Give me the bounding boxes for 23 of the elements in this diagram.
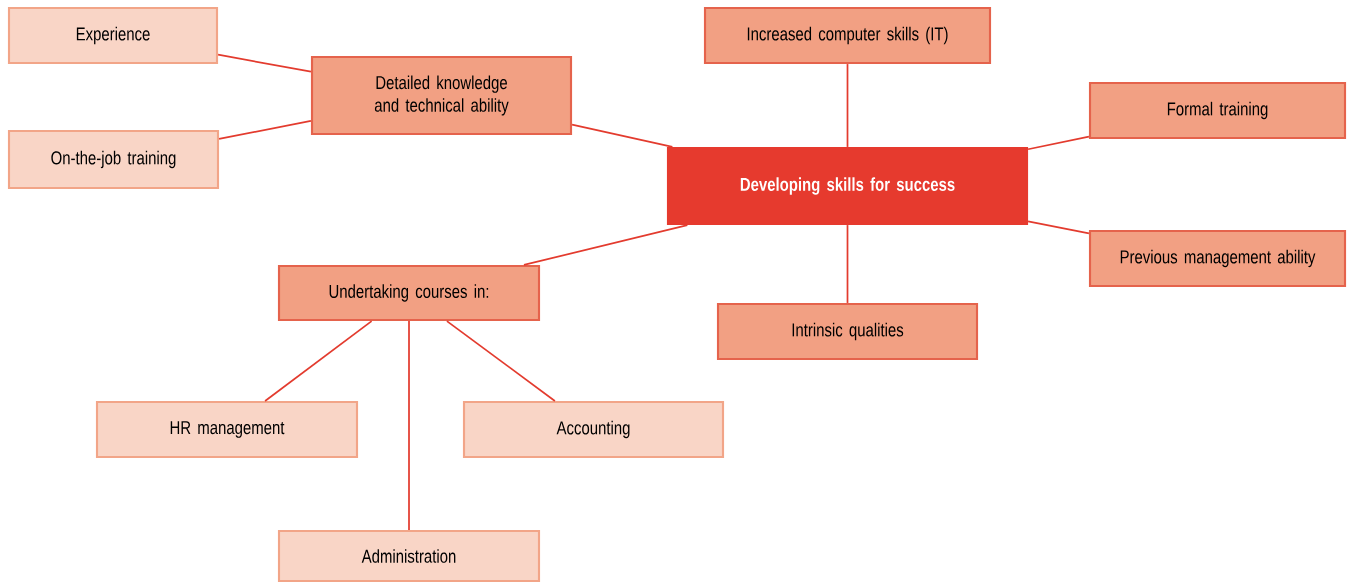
subtopic-box: Accounting (462, 400, 725, 459)
central-topic-box: Developing skills for success (666, 146, 1029, 226)
connector-line (846, 63, 849, 148)
connector-line (264, 320, 373, 402)
subtopic-box: Experience (7, 6, 219, 65)
connector-line (408, 320, 410, 531)
topic-box: Undertaking courses in: (277, 264, 541, 322)
topic-box: Previous management ability (1088, 229, 1347, 288)
connector-line (571, 123, 674, 148)
connector-line (218, 120, 312, 140)
topic-box: Formal training (1088, 81, 1347, 140)
connector-line (217, 53, 312, 73)
connector-line (1027, 135, 1090, 151)
connector-line (523, 224, 689, 266)
subtopic-box: On-the-job training (7, 129, 220, 190)
subtopic-box: Administration (277, 529, 541, 583)
topic-box: Intrinsic qualities (716, 302, 979, 361)
topic-box: Detailed knowledge and technical ability (310, 55, 573, 136)
connector-line (846, 224, 849, 304)
connector-line (446, 320, 556, 402)
connector-line (1027, 220, 1090, 235)
topic-box: Increased computer skills (IT) (703, 6, 992, 65)
subtopic-box: HR management (95, 400, 359, 459)
